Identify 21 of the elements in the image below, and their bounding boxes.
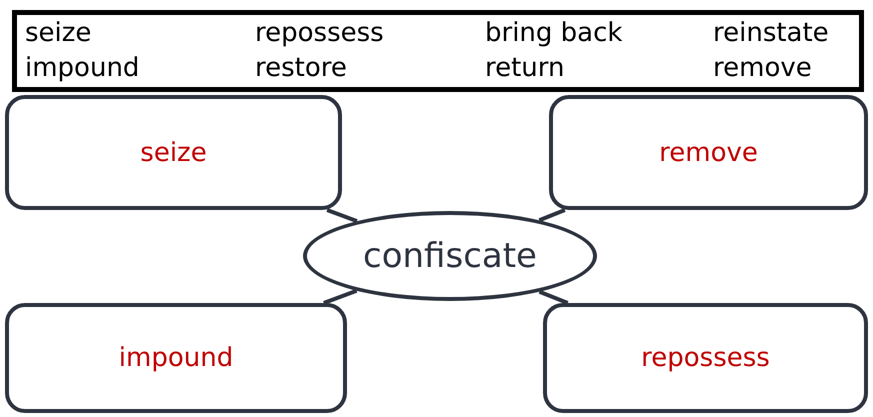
word-box [5, 95, 342, 210]
word-bank-word: return [485, 55, 564, 81]
connector-line [326, 208, 358, 224]
word-bank-word: restore [255, 55, 347, 81]
node-label: impound [118, 343, 234, 373]
word-box [549, 95, 868, 210]
connector-line [538, 208, 566, 222]
connector-line [323, 288, 358, 305]
connector-line [538, 290, 568, 305]
node-label: seize [140, 138, 207, 168]
word-box [543, 303, 868, 413]
word-bank-word: remove [713, 55, 812, 81]
word-bank-word: reinstate [713, 20, 829, 46]
node-label: remove [659, 138, 758, 168]
word-box [5, 303, 347, 413]
word-bank-word: impound [25, 55, 140, 81]
node-label: repossess [641, 343, 770, 373]
word-bank-word: bring back [485, 20, 622, 46]
word-bank-word: seize [25, 20, 92, 46]
word-bank-word: repossess [255, 20, 384, 46]
node-label: confiscate [363, 236, 537, 276]
